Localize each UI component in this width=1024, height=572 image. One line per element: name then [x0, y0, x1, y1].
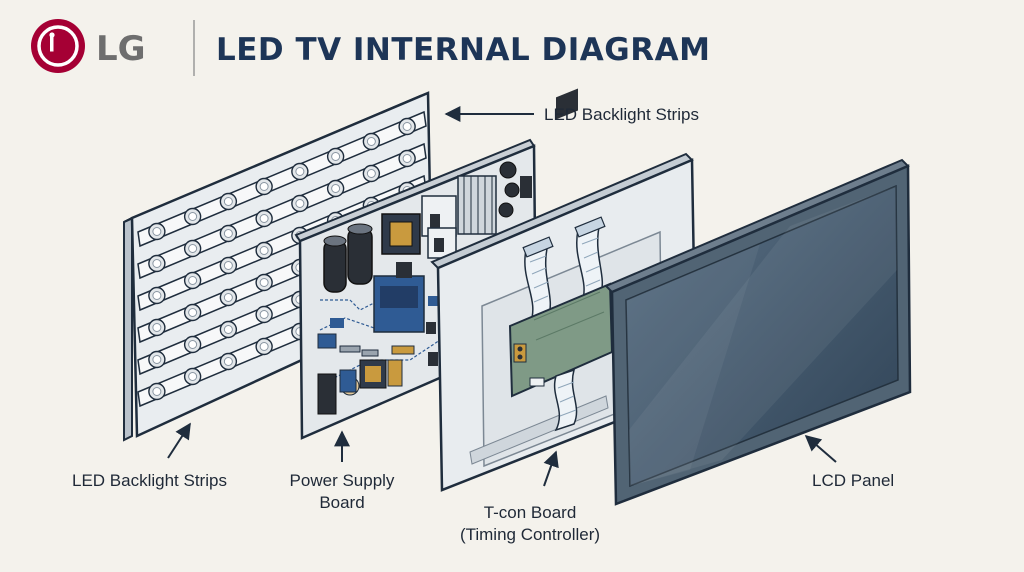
led-lens	[188, 340, 198, 349]
power-ic	[373, 262, 425, 333]
led-lens	[188, 212, 198, 221]
capacitor	[323, 235, 347, 293]
callout-led-backlight-bottom: LED Backlight Strips	[72, 422, 227, 490]
lcd-screen	[625, 184, 899, 488]
led-lens	[259, 342, 269, 351]
led-lens	[295, 199, 305, 208]
led-lens	[188, 308, 198, 317]
led-lens	[152, 323, 162, 332]
label-tcon-line1: T-con Board	[484, 503, 577, 522]
flex-cable	[553, 368, 578, 432]
led-lens	[152, 259, 162, 268]
led-lens	[259, 278, 269, 287]
led-lens	[366, 169, 376, 178]
power-supply-board	[294, 138, 538, 440]
heatsink	[457, 175, 497, 235]
led-lens	[188, 244, 198, 253]
led-lens	[331, 152, 341, 161]
label-lcd-panel: LCD Panel	[812, 471, 894, 490]
transformer	[381, 213, 421, 255]
led-lens	[223, 261, 233, 270]
callout-power-supply: Power Supply Board	[290, 430, 395, 512]
led-lens	[223, 293, 233, 302]
led-lens	[152, 355, 162, 364]
callout-tcon: T-con Board (Timing Controller)	[460, 450, 600, 544]
led-lens	[152, 227, 162, 236]
lcd-panel	[604, 158, 912, 506]
led-lens	[223, 325, 233, 334]
lg-logo	[31, 19, 85, 73]
led-lens	[188, 276, 198, 285]
led-lens	[402, 154, 412, 163]
label-tcon-line2: (Timing Controller)	[460, 525, 600, 544]
led-lens	[259, 310, 269, 319]
led-lens	[188, 372, 198, 381]
label-led-backlight-bottom: LED Backlight Strips	[72, 471, 227, 490]
led-lens	[223, 357, 233, 366]
brand-name: LG	[96, 29, 146, 69]
capacitor	[347, 223, 373, 285]
flex-cable	[522, 236, 554, 326]
led-lens	[402, 122, 412, 131]
callout-led-backlight-top: LED Backlight Strips	[444, 105, 699, 124]
led-lens	[223, 229, 233, 238]
led-backlight-panel	[123, 91, 434, 442]
led-lens	[331, 184, 341, 193]
led-lens	[259, 246, 269, 255]
led-lens	[295, 167, 305, 176]
led-lens	[366, 137, 376, 146]
callout-lcd-panel: LCD Panel	[804, 434, 894, 490]
page-title: LED TV INTERNAL DIAGRAM	[216, 32, 710, 68]
label-power-supply-line1: Power Supply	[290, 471, 395, 490]
led-lens	[152, 291, 162, 300]
led-lens	[259, 182, 269, 191]
label-power-supply-line2: Board	[319, 493, 364, 512]
led-lens	[259, 214, 269, 223]
inductor	[359, 359, 387, 389]
led-lens	[152, 387, 162, 396]
led-lens	[223, 197, 233, 206]
header: LG LED TV INTERNAL DIAGRAM	[31, 19, 710, 76]
label-led-backlight-top: LED Backlight Strips	[544, 105, 699, 124]
